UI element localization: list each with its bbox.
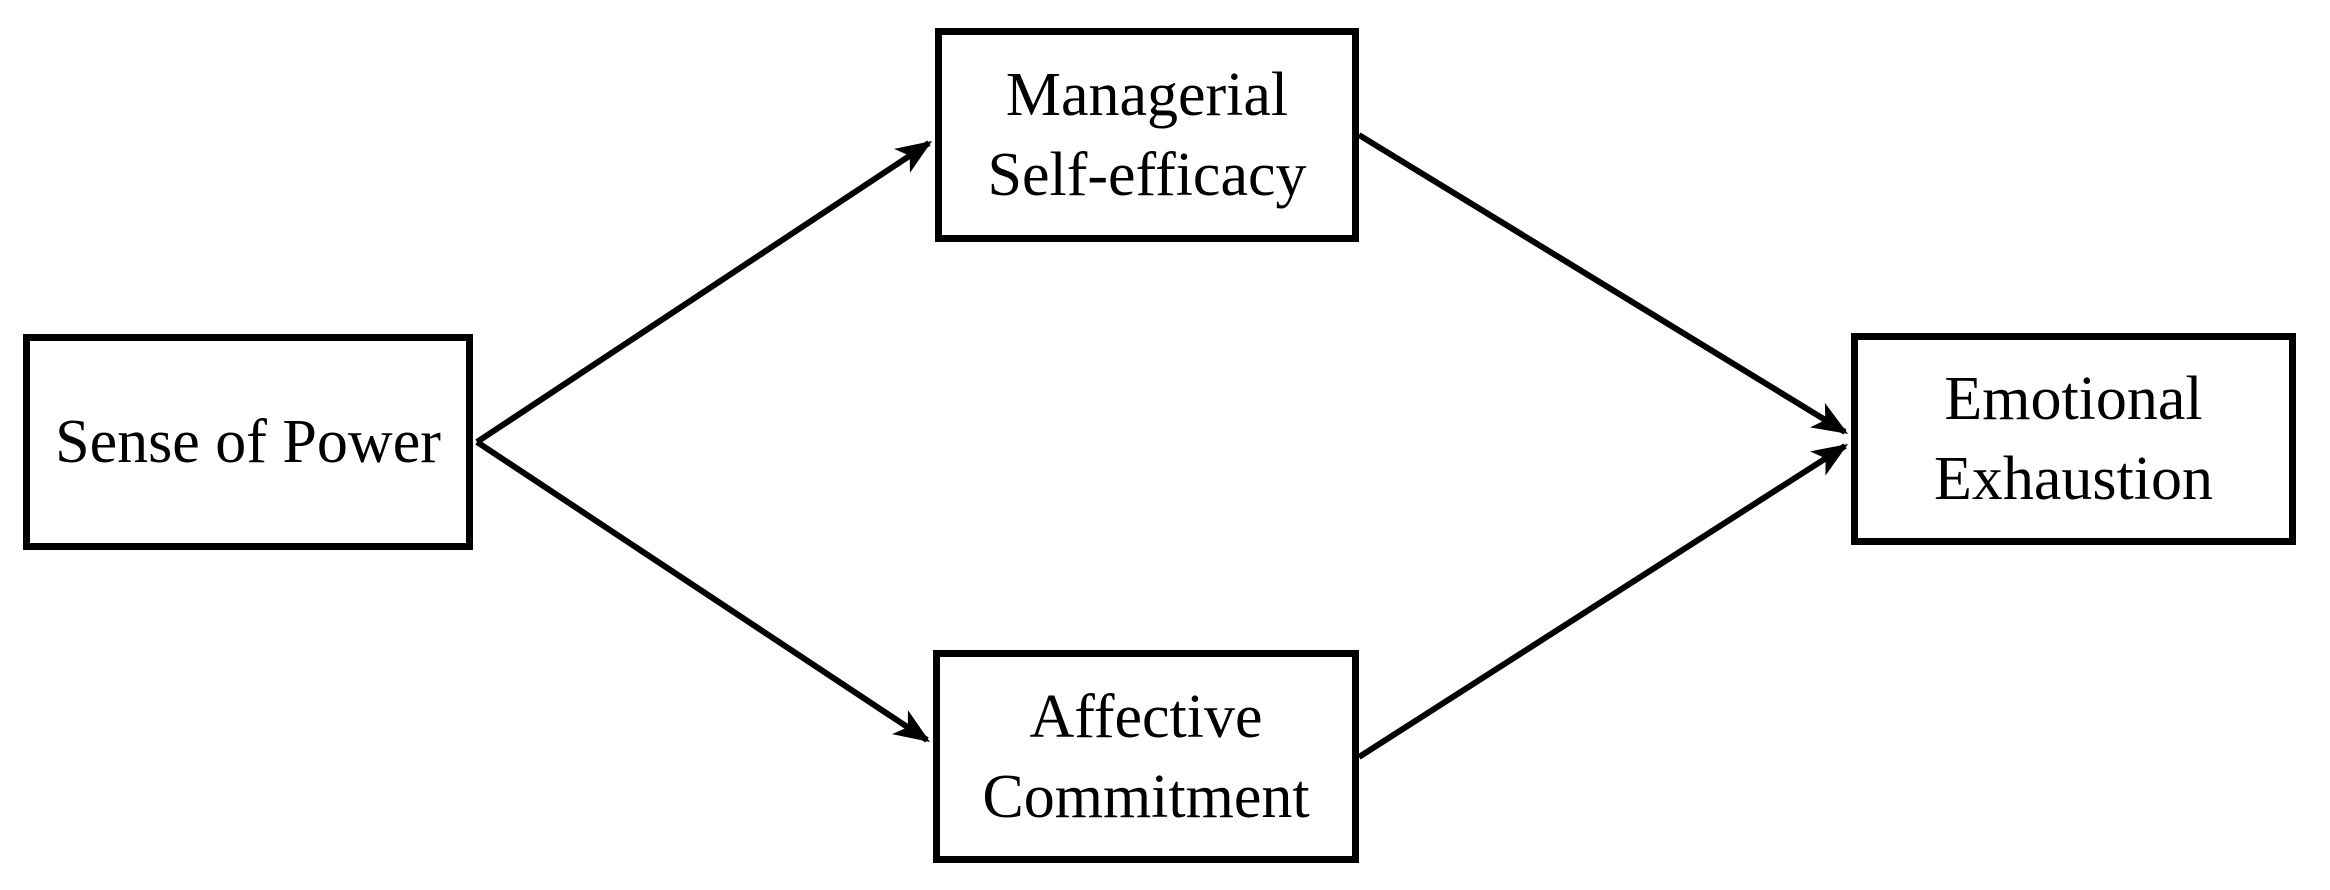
node-affective-commitment-label-line2: Commitment <box>982 762 1310 831</box>
arrow-sense-of-power-to-affective-commitment <box>475 439 931 743</box>
node-affective-commitment: Affective Commitment <box>933 650 1359 863</box>
node-emotional-exhaustion: Emotional Exhaustion <box>1851 333 2296 545</box>
node-managerial-self-efficacy-label-line1: Managerial <box>1005 61 1289 129</box>
node-managerial-self-efficacy: Managerial Self-efficacy <box>935 28 1359 242</box>
node-emotional-exhaustion-label-line2: Exhaustion <box>1934 445 2213 513</box>
node-sense-of-power: Sense of Power <box>23 334 473 550</box>
arrow-affective-commitment-to-emotional-exhaustion <box>1357 443 1849 760</box>
node-affective-commitment-label-line1: Affective <box>1029 682 1263 751</box>
node-managerial-self-efficacy-label-line2: Self-efficacy <box>987 141 1307 209</box>
arrow-managerial-self-efficacy-to-emotional-exhaustion <box>1357 132 1849 435</box>
node-emotional-exhaustion-label-line1: Emotional <box>1944 365 2203 433</box>
arrow-sense-of-power-to-managerial-self-efficacy <box>475 140 933 445</box>
node-sense-of-power-label: Sense of Power <box>55 408 441 476</box>
